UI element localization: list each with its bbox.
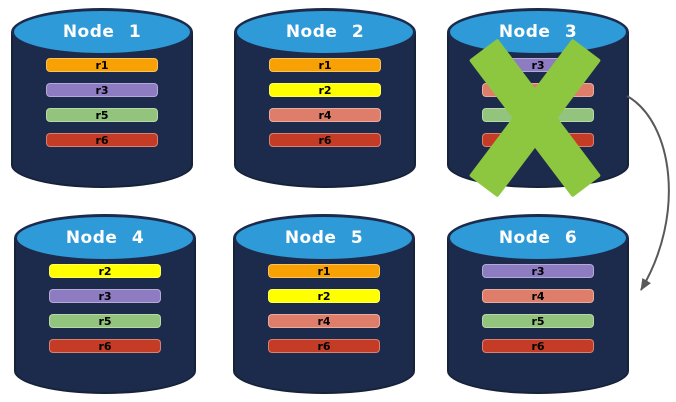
replica-bar: r4 xyxy=(482,83,594,97)
replica-label: r2 xyxy=(98,264,112,278)
replica-label: r6 xyxy=(98,339,112,353)
replica-list: r3 r4 r5 r6 xyxy=(482,58,594,158)
replica-label: r1 xyxy=(317,264,331,278)
replica-label: r5 xyxy=(531,108,545,122)
replica-list: r1 r2 r4 r6 xyxy=(269,58,381,158)
replica-bar: r5 xyxy=(46,108,158,122)
replica-list: r1 r2 r4 r6 xyxy=(268,264,380,364)
replica-label: r6 xyxy=(531,133,545,147)
replica-bar: r4 xyxy=(268,314,380,328)
replica-label: r4 xyxy=(318,108,332,122)
replica-label: r3 xyxy=(531,58,545,72)
replica-label: r6 xyxy=(318,133,332,147)
replica-label: r2 xyxy=(318,83,332,97)
replica-bar: r6 xyxy=(482,339,594,353)
replica-label: r5 xyxy=(531,314,545,328)
replica-bar: r6 xyxy=(49,339,161,353)
replica-bar: r1 xyxy=(268,264,380,278)
replica-bar: r6 xyxy=(46,133,158,147)
node-4: Node 4 r2 r3 r5 r6 xyxy=(14,214,196,394)
replica-bar: r3 xyxy=(482,264,594,278)
node-2: Node 2 r1 r2 r4 r6 xyxy=(234,8,416,188)
node-title: Node 4 xyxy=(65,227,145,248)
replica-bar: r4 xyxy=(269,108,381,122)
cylinder-top: Node 1 xyxy=(11,8,193,56)
replica-bar: r3 xyxy=(49,289,161,303)
replica-bar: r2 xyxy=(268,289,380,303)
replica-label: r4 xyxy=(317,314,331,328)
replica-label: r1 xyxy=(318,58,332,72)
node-title: Node 5 xyxy=(284,227,364,248)
replica-label: r5 xyxy=(98,314,112,328)
replica-list: r3 r4 r5 r6 xyxy=(482,264,594,364)
replica-bar: r6 xyxy=(482,133,594,147)
replica-label: r3 xyxy=(531,264,545,278)
replica-bar: r3 xyxy=(482,58,594,72)
replica-bar: r6 xyxy=(269,133,381,147)
replica-label: r6 xyxy=(317,339,331,353)
replica-label: r6 xyxy=(95,133,109,147)
replica-label: r2 xyxy=(317,289,331,303)
node-title: Node 2 xyxy=(285,21,365,42)
replica-label: r3 xyxy=(95,83,109,97)
node-6: Node 6 r3 r4 r5 r6 xyxy=(447,214,629,394)
replica-bar: r1 xyxy=(46,58,158,72)
arrow-path xyxy=(626,95,670,291)
replica-label: r6 xyxy=(531,339,545,353)
replica-label: r5 xyxy=(95,108,109,122)
replica-bar: r5 xyxy=(482,108,594,122)
cylinder-top: Node 3 xyxy=(447,8,629,56)
replica-label: r4 xyxy=(531,83,545,97)
replica-bar: r2 xyxy=(49,264,161,278)
replica-bar: r4 xyxy=(482,289,594,303)
replica-label: r3 xyxy=(98,289,112,303)
cylinder-top: Node 5 xyxy=(233,214,415,262)
node-title: Node 1 xyxy=(62,21,142,42)
replica-label: r1 xyxy=(95,58,109,72)
node-title: Node 6 xyxy=(498,227,578,248)
replica-label: r4 xyxy=(531,289,545,303)
replica-bar: r6 xyxy=(268,339,380,353)
replica-list: r2 r3 r5 r6 xyxy=(49,264,161,364)
node-5: Node 5 r1 r2 r4 r6 xyxy=(233,214,415,394)
cylinder-top: Node 6 xyxy=(447,214,629,262)
node-3: Node 3 r3 r4 r5 r6 xyxy=(447,8,629,198)
replica-bar: r2 xyxy=(269,83,381,97)
node-title: Node 3 xyxy=(498,21,578,42)
replica-bar: r1 xyxy=(269,58,381,72)
cylinder-top: Node 2 xyxy=(234,8,416,56)
replica-bar: r5 xyxy=(482,314,594,328)
replica-bar: r5 xyxy=(49,314,161,328)
replica-bar: r3 xyxy=(46,83,158,97)
cylinder-top: Node 4 xyxy=(14,214,196,262)
replica-list: r1 r3 r5 r6 xyxy=(46,58,158,158)
node-1: Node 1 r1 r3 r5 r6 xyxy=(11,8,193,188)
